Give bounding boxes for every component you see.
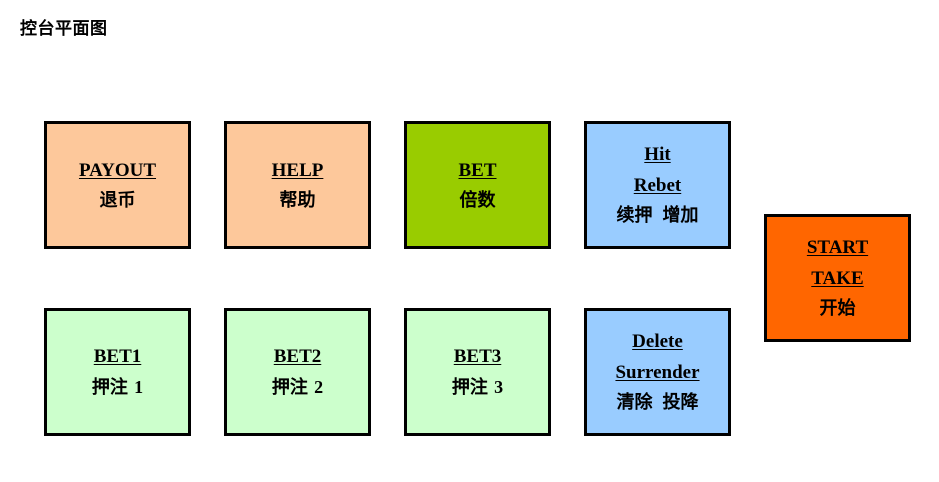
bet2-cn-number: 2 [314, 377, 324, 397]
rebet-key-label: Rebet [633, 175, 682, 196]
hit-rebet-cn-label: 续押增加 [617, 201, 699, 231]
help-button[interactable]: HELP 帮助 [224, 121, 371, 249]
start-take-button[interactable]: START TAKE 开始 [764, 214, 911, 342]
bet1-cn-number: 1 [134, 377, 144, 397]
bet3-button[interactable]: BET3 押注 3 [404, 308, 551, 436]
bet3-key-label: BET3 [453, 346, 502, 367]
payout-cn-label: 退币 [99, 189, 136, 211]
bet3-cn-number: 3 [494, 377, 504, 397]
help-cn-label: 帮助 [279, 189, 316, 211]
bet2-button[interactable]: BET2 押注 2 [224, 308, 371, 436]
surrender-key-label: Surrender [615, 362, 700, 383]
hit-key-label: Hit [644, 144, 671, 165]
rebet-cn-label: 增加 [662, 205, 699, 226]
bet-cn-label: 倍数 [459, 189, 496, 211]
payout-key-label: PAYOUT [78, 159, 157, 181]
delete-cn-label: 清除 [616, 392, 653, 413]
delete-surrender-button[interactable]: Delete Surrender 清除投降 [584, 308, 731, 436]
bet1-cn-label: 押注 1 [92, 372, 143, 403]
hit-cn-label: 续押 [616, 205, 653, 226]
bet2-cn-text: 押注 [271, 377, 308, 398]
bet-key-label: BET [458, 159, 497, 181]
take-key-label: TAKE [811, 268, 864, 289]
bet3-cn-label: 押注 3 [452, 372, 503, 403]
page-title: 控台平面图 [20, 19, 108, 39]
hit-rebet-button[interactable]: Hit Rebet 续押增加 [584, 121, 731, 249]
delete-surrender-cn-label: 清除投降 [617, 388, 699, 418]
start-key-label: START [806, 237, 869, 258]
bet1-key-label: BET1 [93, 346, 142, 367]
surrender-cn-label: 投降 [662, 392, 699, 413]
bet-button[interactable]: BET 倍数 [404, 121, 551, 249]
payout-button[interactable]: PAYOUT 退币 [44, 121, 191, 249]
bet2-cn-label: 押注 2 [272, 372, 323, 403]
start-take-cn-label: 开始 [819, 298, 856, 319]
bet1-button[interactable]: BET1 押注 1 [44, 308, 191, 436]
bet3-cn-text: 押注 [451, 377, 488, 398]
help-key-label: HELP [271, 159, 324, 181]
bet1-cn-text: 押注 [91, 377, 128, 398]
delete-key-label: Delete [632, 331, 683, 352]
bet2-key-label: BET2 [273, 346, 322, 367]
